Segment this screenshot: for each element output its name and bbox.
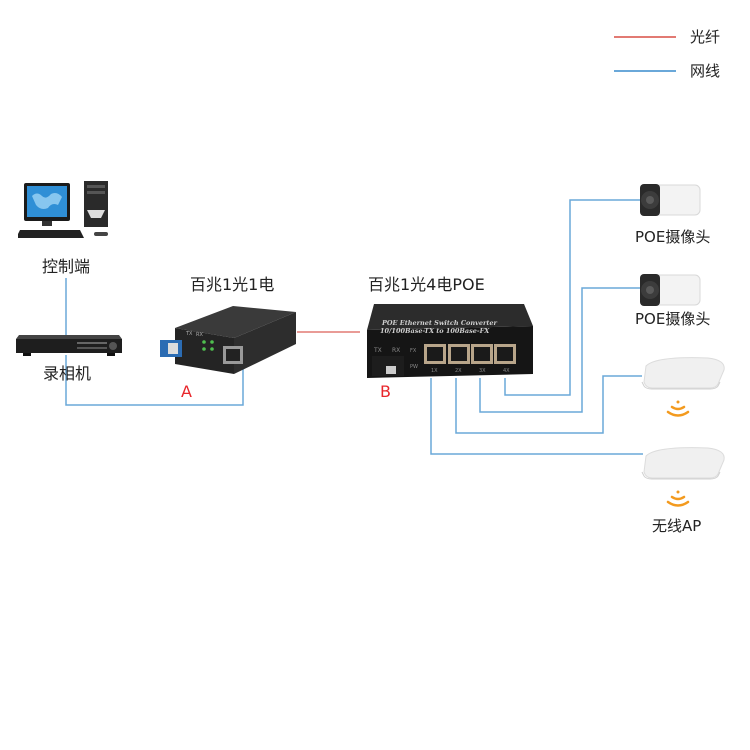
- port-2x-label: 2X: [455, 368, 462, 374]
- port-3x-label: 3X: [479, 368, 486, 374]
- poe-switch-icon: POE Ethernet Switch Converter 10/100Base…: [367, 304, 533, 378]
- switch-tx-label: TX: [373, 347, 382, 354]
- ap-label: 无线AP: [652, 517, 702, 535]
- marker-b: B: [380, 382, 391, 401]
- desktop-computer-icon: [16, 181, 108, 238]
- bullet-camera-icon: [640, 184, 701, 216]
- switch-panel-line1: POE Ethernet Switch Converter: [381, 319, 498, 327]
- marker-a: A: [181, 382, 192, 401]
- media-converter-icon: TX RX: [160, 306, 296, 374]
- wifi-signal-icon: [666, 400, 690, 417]
- converter-a-title: 百兆1光1电: [190, 275, 275, 294]
- legend-fiber-swatch: [614, 36, 676, 38]
- switch-rx-label: RX: [392, 347, 400, 354]
- switch-pw-label: PW: [410, 364, 418, 370]
- legend-fiber-label: 光纤: [690, 28, 721, 46]
- cable-port3-camera2: [479, 287, 642, 413]
- cable-port4-camera1: [504, 199, 642, 396]
- nvr-recorder-icon: [16, 335, 122, 356]
- nvr-recorder: [15, 333, 123, 357]
- camera-1: [638, 180, 703, 220]
- camera-2: [638, 270, 703, 310]
- legend-cable-swatch: [614, 70, 676, 72]
- switch-b-title: 百兆1光4电POE: [368, 275, 485, 294]
- cable-port2-ap1: [455, 375, 642, 434]
- switch-panel-line2: 10/100Base-TX to 100Base-FX: [380, 327, 490, 335]
- cable-recorder-converter: [65, 355, 244, 406]
- switch-fx-label: FX: [410, 348, 417, 354]
- wireless-ap-icon: [641, 447, 725, 507]
- converter-a-tx: TX: [185, 331, 193, 337]
- camera-1-label: POE摄像头: [635, 228, 711, 246]
- recorder-label: 录相机: [43, 364, 92, 383]
- control-label: 控制端: [42, 257, 91, 276]
- cable-port1-ap2: [430, 378, 643, 455]
- port-4x-label: 4X: [503, 368, 510, 374]
- wireless-ap-icon: [641, 357, 725, 417]
- access-point-1: [638, 354, 728, 426]
- media-converter-a: TX RX: [160, 300, 300, 375]
- camera-2-label: POE摄像头: [635, 310, 711, 328]
- wifi-signal-icon: [666, 490, 690, 507]
- bullet-camera-icon: [640, 274, 701, 306]
- poe-switch-b: POE Ethernet Switch Converter 10/100Base…: [360, 300, 535, 380]
- legend-cable-label: 网线: [690, 62, 721, 80]
- access-point-2: [638, 444, 728, 516]
- converter-a-rx: RX: [196, 332, 203, 338]
- port-1x-label: 1X: [431, 368, 438, 374]
- control-pc: [16, 180, 123, 242]
